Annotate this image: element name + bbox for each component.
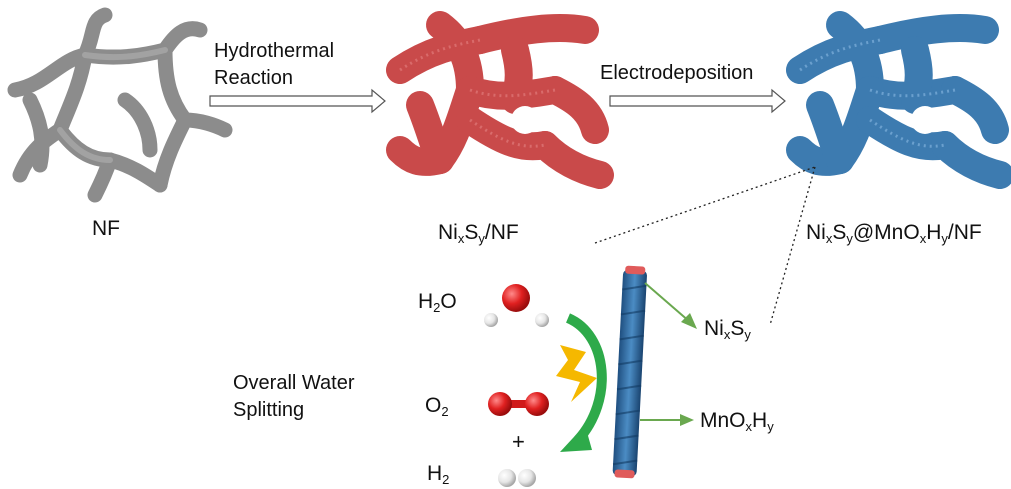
h2-label: H2 [427, 462, 449, 487]
reaction-curved-arrow [565, 313, 607, 444]
zoom-h: H [752, 409, 768, 432]
hydrogen-molecule-icon [498, 469, 536, 487]
h2-2: 2 [442, 472, 450, 487]
water-molecule-icon [484, 284, 549, 327]
composite-foam-texture [799, 38, 956, 148]
o2-label: O2 [425, 394, 449, 419]
zoom-s: S [730, 317, 745, 340]
lightning-bolt-icon [556, 345, 597, 402]
composite-y1: y [846, 231, 853, 246]
composite-x1: x [825, 231, 833, 246]
oxygen-molecule-icon [488, 392, 549, 416]
zoom-mno: MnO [700, 409, 746, 432]
electrodeposition-arrow [609, 88, 786, 114]
nixsy-nf-ni: Ni [438, 221, 458, 244]
h2o-2: 2 [433, 300, 441, 315]
mnoxhy-zoom-label: MnOxHy [700, 409, 774, 434]
nixsy-zoom-label: NixSy [704, 317, 751, 342]
o2-o: O [425, 394, 442, 417]
composite-x2: x [919, 231, 927, 246]
composite-h: H [926, 221, 942, 244]
reaction-curved-arrowhead [560, 425, 592, 452]
composite-s: S [832, 221, 847, 244]
mnoxhy-pointer-head [680, 414, 694, 426]
nf-foam-image [7, 7, 233, 203]
nixsy-foam-pore [511, 106, 539, 134]
nixsy-pointer-head [681, 313, 697, 329]
nixsy-foam-image [386, 11, 614, 189]
nixsy-nf-label: NixSy/NF [438, 221, 519, 246]
nixsy-foam-texture [399, 38, 556, 148]
nixsy-nf-suffix: /NF [484, 221, 519, 244]
zoom-ni: Ni [704, 317, 724, 340]
composite-mno: @MnO [852, 221, 920, 244]
h2o-h: H [418, 290, 434, 313]
hydrothermal-arrow [209, 88, 386, 114]
ows-line1: Overall Water [233, 372, 355, 394]
ows-line2: Splitting [233, 399, 305, 421]
zoom-h-y: y [767, 419, 774, 434]
nf-label: NF [92, 217, 120, 240]
zoom-y: y [744, 327, 751, 342]
composite-foam-image [786, 11, 1011, 189]
rod-bottom-cap [614, 469, 635, 479]
composite-ni: Ni [806, 221, 826, 244]
nixsy-nf-s: S [464, 221, 479, 244]
overall-water-splitting-label: Overall Water Splitting [233, 370, 355, 424]
rod-top-cap [625, 265, 646, 275]
zoom-mno-x: x [745, 419, 753, 434]
nixsy-nf-x: x [457, 231, 465, 246]
composite-label: NixSy@MnOxHy/NF [806, 221, 982, 246]
hydrothermal-line2: Reaction [214, 67, 293, 89]
h2-h: H [427, 462, 443, 485]
nixsy-pointer [644, 282, 691, 323]
composite-foam-pore [911, 106, 939, 134]
nixsy-nf-y: y [478, 231, 485, 246]
composite-y2: y [941, 231, 948, 246]
zoom-x: x [723, 327, 731, 342]
h2o-label: H2O [418, 290, 457, 315]
nf-foam-shade [57, 47, 168, 163]
plus-sign: + [512, 429, 525, 454]
electrodeposition-label: Electrodeposition [600, 62, 754, 84]
hydrothermal-line1: Hydrothermal [214, 40, 335, 62]
electrode-rod [612, 265, 647, 479]
h2o-o: O [440, 290, 457, 313]
o2-2: 2 [441, 404, 449, 419]
composite-suffix: /NF [947, 221, 982, 244]
hydrothermal-reaction-label: Hydrothermal Reaction [214, 38, 334, 92]
zoom-lines [594, 166, 816, 326]
